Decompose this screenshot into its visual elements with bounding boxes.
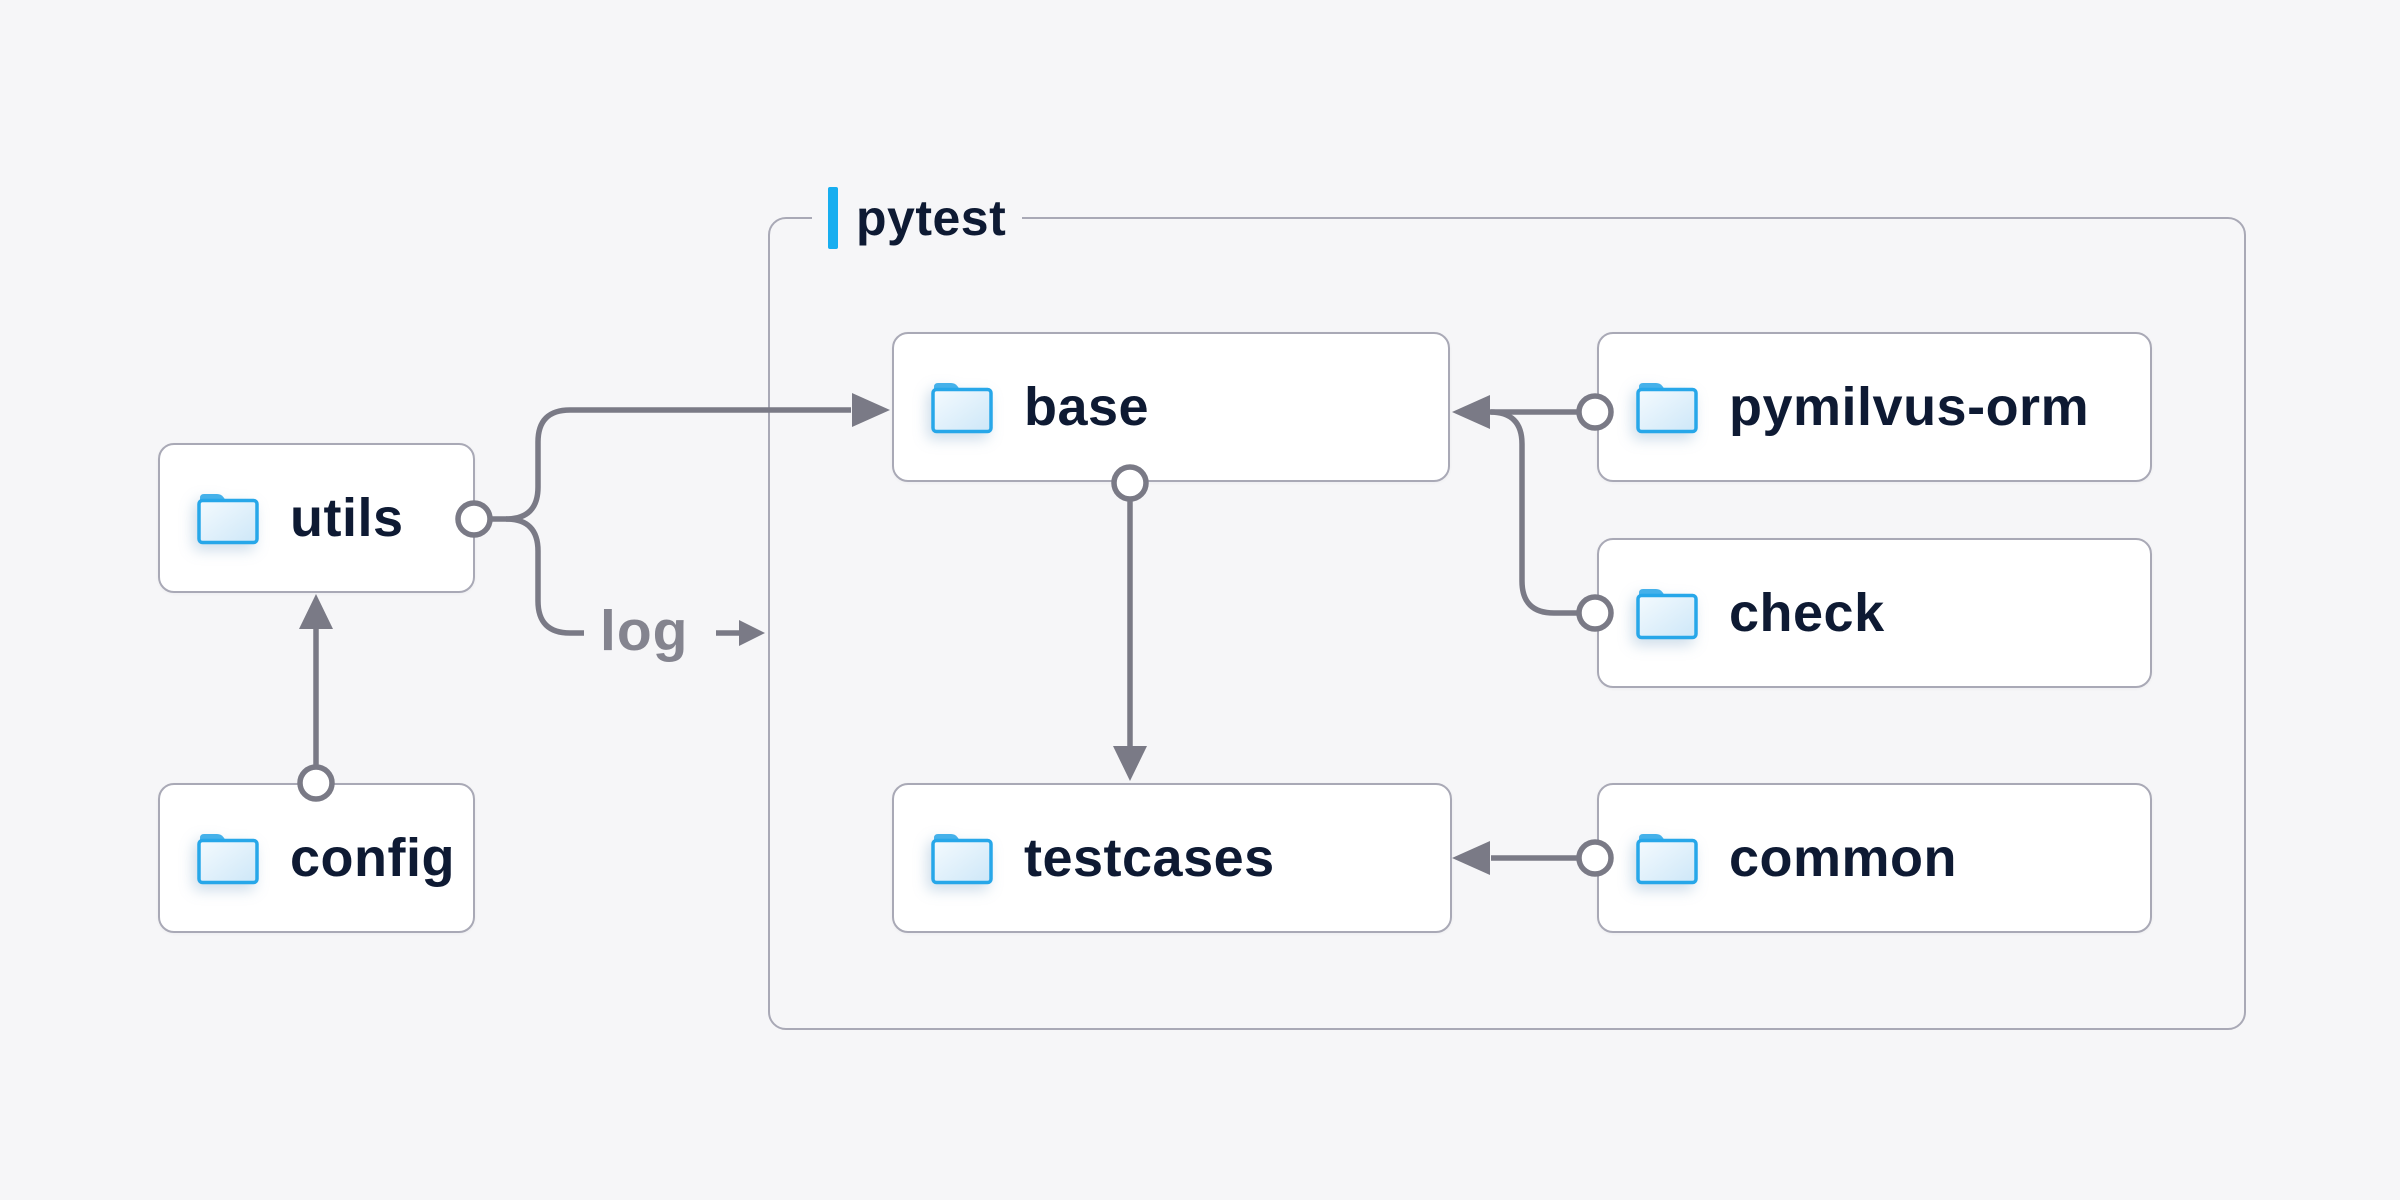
node-label: pymilvus-orm — [1729, 377, 2090, 437]
edge-label-log: log — [600, 599, 689, 663]
node-label: common — [1729, 828, 1958, 888]
folder-icon — [1636, 834, 1698, 885]
pytest-group: pytest — [768, 186, 2246, 1030]
node-label: config — [290, 828, 455, 888]
edge-config-to-utils — [297, 594, 335, 802]
folder-icon — [1636, 383, 1698, 434]
node-label: base — [1024, 377, 1150, 437]
group-accent-bar-icon — [828, 187, 838, 249]
node-base[interactable]: base — [892, 332, 1450, 482]
pytest-group-label: pytest — [812, 186, 1023, 250]
folder-icon — [931, 383, 993, 434]
node-label: utils — [290, 488, 404, 548]
node-pymilvus-orm[interactable]: pymilvus-orm — [1597, 332, 2152, 482]
node-testcases[interactable]: testcases — [892, 783, 1452, 933]
folder-icon — [197, 834, 259, 885]
node-common[interactable]: common — [1597, 783, 2152, 933]
node-utils[interactable]: utils — [158, 443, 475, 593]
folder-icon — [931, 834, 993, 885]
folder-icon — [197, 494, 259, 545]
node-check[interactable]: check — [1597, 538, 2152, 688]
node-label: check — [1729, 583, 1885, 643]
group-title: pytest — [856, 190, 1007, 246]
node-label: testcases — [1024, 828, 1275, 888]
folder-icon — [1636, 589, 1698, 640]
node-config[interactable]: config — [158, 783, 475, 933]
